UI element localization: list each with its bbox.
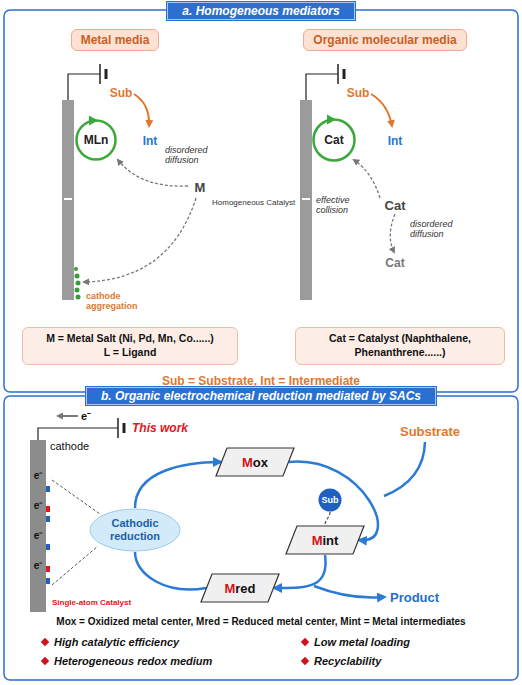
substrate-label: Sub	[347, 86, 370, 100]
cycle-circle	[77, 121, 116, 160]
cycle-arrow	[135, 552, 206, 589]
species-label: M	[195, 180, 206, 195]
electrode-right	[300, 64, 344, 300]
diffusion-arrow	[84, 198, 196, 282]
species-label: Cat	[385, 256, 404, 270]
reaction-arrow	[134, 94, 149, 126]
panel-frame	[4, 10, 518, 392]
species-label: Cat	[385, 198, 406, 213]
node-text: Cat = Catalyst (Naphthalene, Phenanthren…	[302, 332, 498, 359]
intermediate-label: Int	[388, 134, 403, 148]
feature-bullet: Low metal loading	[300, 636, 410, 648]
catalyst-circle: MLn	[75, 119, 117, 161]
metal-center: Mint	[285, 525, 365, 555]
zoom-line	[52, 546, 98, 585]
parallelogram-outline	[216, 448, 294, 476]
electrode-left	[62, 64, 106, 300]
metal-center: Mox	[215, 447, 295, 477]
node-text: a. Homogeneous mediators	[182, 4, 339, 18]
definition-box: M = Metal Salt (Ni, Pd, Mn, Co......)L =…	[22, 327, 238, 364]
catalyst-circle: Cat	[312, 118, 356, 162]
node-text: Mox	[242, 455, 268, 470]
node-text: Sub	[322, 495, 339, 505]
node-text: M = Metal Salt (Ni, Pd, Mn, Co......)	[46, 332, 214, 346]
diffusion-arrow	[390, 214, 395, 252]
annotation: effective collision	[316, 196, 366, 216]
abbreviation-note: Sub = Substrate, Int = Intermediate	[162, 374, 360, 388]
feature-bullet: High catalytic efficiency	[40, 636, 179, 648]
substrate-label: Substrate	[400, 424, 460, 439]
cycle-arrowhead	[327, 115, 336, 125]
product-branch	[314, 586, 384, 598]
electron-label: e⁻	[34, 528, 43, 542]
abbreviation-note: Mox = Oxidized metal center, Mred = Redu…	[56, 616, 465, 627]
cycle-arrow	[274, 555, 326, 588]
substrate-dot: Sub	[318, 488, 342, 512]
electron-label: e⁻	[34, 498, 43, 512]
binding-line	[325, 512, 330, 525]
annotation: disordered diffusion	[165, 146, 223, 166]
collision-arrow	[354, 160, 380, 198]
feature-bullet: Heterogeneous redox medium	[40, 655, 212, 667]
annotation: disordered diffusion	[410, 220, 468, 240]
electron-label: e⁻	[34, 558, 43, 572]
node-text: Mred	[224, 581, 255, 596]
process-ellipse: Cathodic reduction	[89, 508, 181, 552]
panel-header: b. Organic electrochemical reduction med…	[86, 387, 436, 405]
category-box: Organic molecular media	[303, 29, 466, 51]
category-box: Metal media	[71, 29, 160, 51]
panel-frame	[4, 396, 518, 680]
panel-header: a. Homogeneous mediators	[167, 2, 354, 20]
cycle-arrow	[135, 462, 221, 508]
node-text: L = Ligand	[104, 346, 157, 360]
cycle-circle	[314, 120, 355, 161]
intermediate-label: Int	[143, 134, 158, 148]
node-text: b. Organic electrochemical reduction med…	[101, 389, 421, 403]
feature-bullet: Recyclability	[300, 655, 381, 667]
parallelogram-outline	[286, 526, 364, 554]
node-text: Metal media	[81, 33, 150, 47]
node-text: Cat	[324, 133, 343, 147]
reaction-arrow	[371, 94, 392, 126]
zoom-line	[52, 480, 100, 514]
electrode-label: cathode	[50, 440, 89, 452]
substrate-feed	[384, 442, 425, 496]
annotation: Homogeneous Catalyst	[212, 198, 295, 207]
node-text: Organic molecular media	[313, 33, 456, 47]
ellipse-outline	[90, 509, 180, 551]
parallelogram-outline	[201, 574, 279, 602]
single-atom-sites	[46, 486, 50, 584]
node-text: Cathodic reduction	[97, 517, 173, 542]
cycle-arrowhead	[89, 116, 98, 126]
aggregation-dots	[74, 267, 81, 300]
catalyst-label: Single-atom Catalyst	[52, 598, 131, 607]
substrate-label: Sub	[110, 86, 133, 100]
electron-label: e⁻	[34, 468, 43, 482]
product-label: Product	[390, 590, 439, 605]
highlight-label: This work	[132, 421, 188, 435]
node-text: Mint	[312, 533, 339, 548]
metal-center: Mred	[200, 573, 280, 603]
substrate-circle	[319, 489, 342, 512]
electron-label: e⁻	[81, 408, 91, 423]
annotation: cathode aggregation	[86, 292, 148, 312]
definition-box: Cat = Catalyst (Naphthalene, Phenanthren…	[295, 327, 505, 364]
node-text: MLn	[84, 133, 109, 147]
